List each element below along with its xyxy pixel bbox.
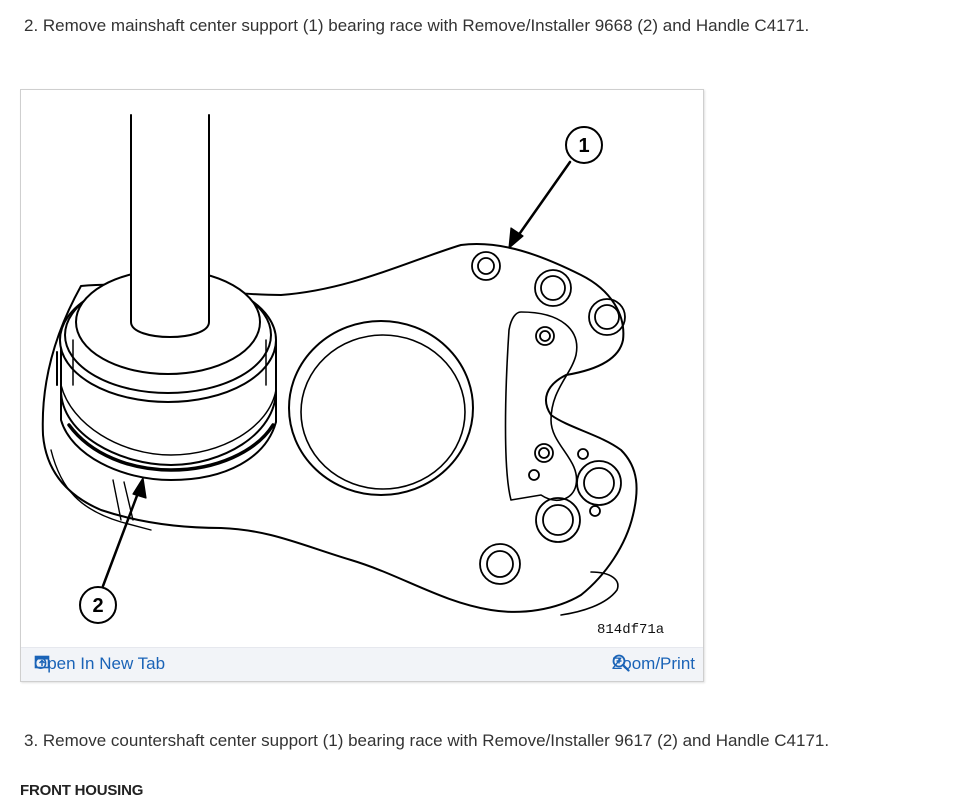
open-in-new-tab-link[interactable]: Open In New Tab: [34, 654, 165, 674]
bearing-race-illustration: 1 2: [41, 114, 638, 624]
handle-c4171: [130, 114, 210, 338]
zoom-print-label: Zoom/Print: [611, 654, 695, 673]
step-3-instruction: 3. Remove countershaft center support (1…: [24, 731, 830, 750]
callout-1: 1: [578, 135, 589, 157]
zoom-in-icon: [612, 654, 630, 672]
zoom-print-link[interactable]: Zoom/Print: [612, 654, 695, 674]
figure-toolbar: Open In New Tab Zoom/Print: [21, 647, 703, 681]
figure-container: 1 2 814df71a Open In New Tab Zoom/Print: [20, 89, 704, 682]
section-heading-front-housing: FRONT HOUSING: [20, 782, 144, 799]
step-2-instruction: 2. Remove mainshaft center support (1) b…: [24, 16, 810, 35]
figure-code: 814df71a: [597, 622, 665, 638]
open-in-new-tab-label: Open In New Tab: [34, 654, 166, 673]
callout-2: 2: [92, 595, 103, 617]
center-bore: [288, 320, 474, 496]
open-new-tab-icon: [34, 655, 50, 669]
